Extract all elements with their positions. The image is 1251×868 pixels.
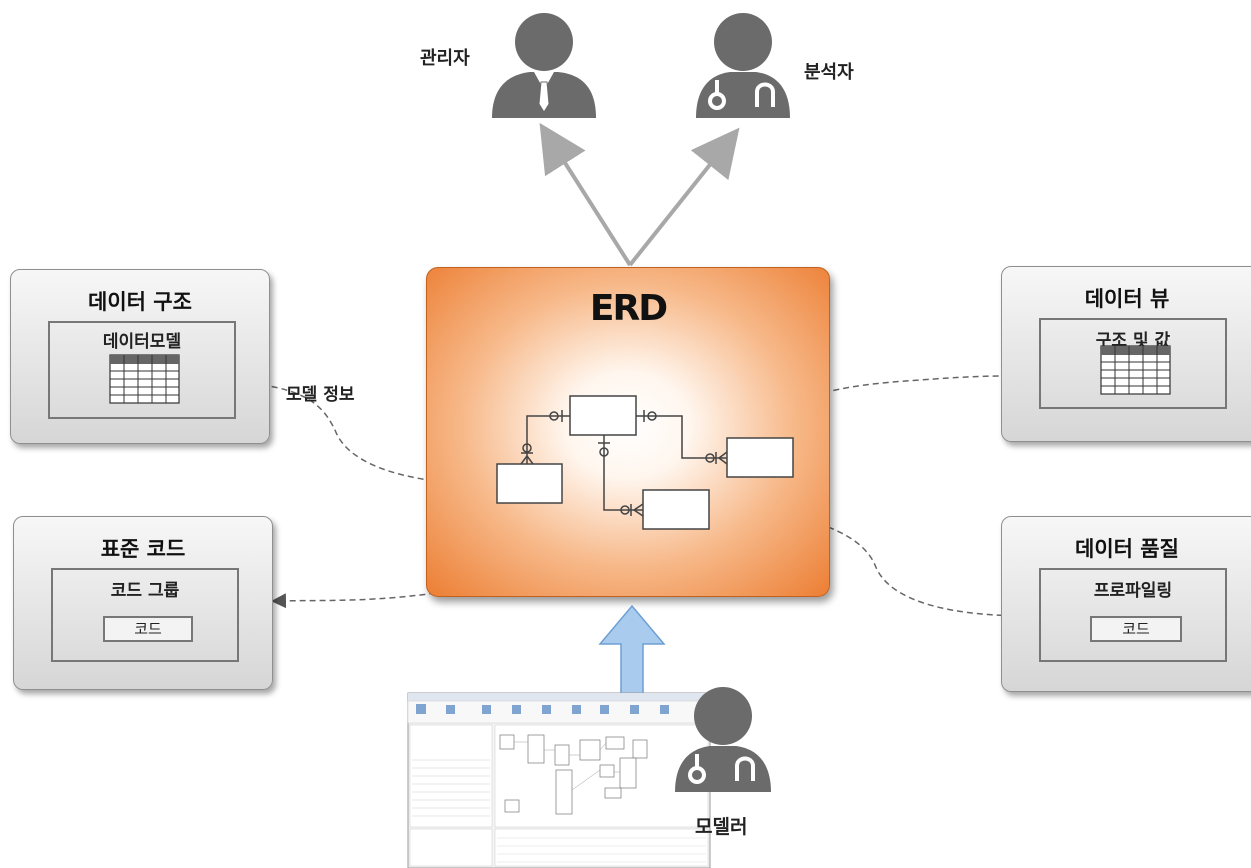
data-quality-title: 데이터 품질	[1075, 537, 1179, 561]
standard-code-title: 표준 코드	[100, 537, 186, 561]
modeler-label: 모델러	[695, 816, 748, 838]
admin-person-icon	[492, 13, 596, 118]
data-model-box: 데이터모델	[48, 321, 236, 419]
code-item: 코드	[103, 616, 193, 642]
code-group-title: 코드 그룹	[110, 581, 180, 601]
profiling-box: 프로파일링 코드	[1039, 568, 1227, 662]
analyst-label: 분석자	[804, 62, 854, 83]
data-model-title: 데이터모델	[102, 332, 182, 352]
data-structure-title: 데이터 구조	[88, 290, 192, 314]
data-quality-panel: 데이터 품질 프로파일링 코드	[1001, 516, 1251, 692]
entity-right	[726, 437, 794, 478]
entity-bottom	[642, 489, 710, 530]
admin-label: 관리자	[420, 48, 470, 69]
standard-code-panel: 표준 코드 코드 그룹 코드	[13, 516, 273, 690]
erd-title: ERD	[589, 288, 668, 329]
quality-code-item: 코드	[1090, 616, 1182, 642]
code-connector	[271, 502, 533, 609]
arrow-to-admin	[539, 122, 632, 267]
modeler-person-icon	[675, 687, 771, 792]
analyst-person-icon	[696, 13, 790, 118]
model-info-label: 모델 정보	[286, 385, 355, 405]
entity-left	[496, 463, 563, 504]
profiling-title: 프로파일링	[1093, 581, 1173, 601]
data-view-title: 데이터 뷰	[1084, 287, 1170, 311]
code-group-box: 코드 그룹 코드	[51, 568, 239, 662]
arrow-to-analyst	[628, 127, 740, 267]
